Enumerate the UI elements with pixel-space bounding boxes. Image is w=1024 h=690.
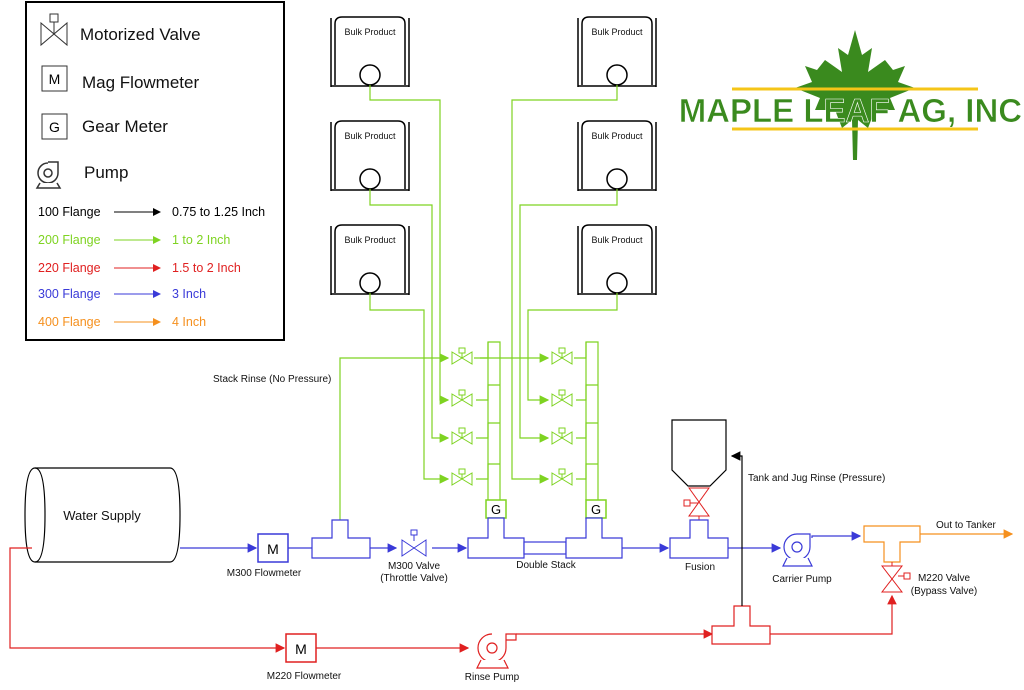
svg-text:400 Flange: 400 Flange xyxy=(38,315,101,329)
bulk-tank-label: Bulk Product xyxy=(591,235,643,245)
red-pipes xyxy=(9,547,897,653)
double-stack-label: Double Stack xyxy=(516,560,576,571)
m300-valve-label: M300 Valve xyxy=(388,561,441,572)
svg-text:1 to 2 Inch: 1 to 2 Inch xyxy=(172,233,230,247)
gear-meter-right: G xyxy=(585,499,607,519)
svg-text:220 Flange: 220 Flange xyxy=(38,261,101,275)
rinse-pump xyxy=(476,633,517,669)
m220-valve-label: M220 Valve xyxy=(918,573,971,584)
bulk-tanks: Bulk Product Bulk Product Bulk Product B… xyxy=(330,16,657,295)
rinse-tee xyxy=(711,605,771,645)
output-tee xyxy=(863,525,1014,563)
m300-valve-sublabel: (Throttle Valve) xyxy=(380,573,448,584)
green-pipes xyxy=(339,85,618,520)
motorized-valve-icon xyxy=(551,347,573,365)
bulk-tank-label: Bulk Product xyxy=(591,27,643,37)
stack-valves xyxy=(451,347,573,486)
svg-text:100 Flange: 100 Flange xyxy=(38,205,101,219)
motorized-valve-icon xyxy=(40,13,68,47)
logo-text: MAPLE LEAF AG, INC. xyxy=(679,92,1024,129)
bulk-tank-label: Bulk Product xyxy=(591,131,643,141)
m220-bypass-valve xyxy=(880,562,911,593)
tank-jug-rinse-line xyxy=(730,451,743,606)
pump-icon xyxy=(35,161,62,189)
motorized-valve-icon xyxy=(551,427,573,445)
motorized-valve-icon xyxy=(451,347,473,365)
tank-jug-rinse-label: Tank and Jug Rinse (Pressure) xyxy=(748,473,885,484)
fusion-tee xyxy=(669,519,729,559)
bulk-tank-label: Bulk Product xyxy=(344,131,396,141)
rinse-pump-label: Rinse Pump xyxy=(465,672,520,683)
svg-text:0.75 to 1.25 Inch: 0.75 to 1.25 Inch xyxy=(172,205,265,219)
motorized-valve-icon xyxy=(551,389,573,407)
carrier-pump xyxy=(782,533,813,567)
m220-flowmeter-label: M220 Flowmeter xyxy=(267,671,342,682)
legend-label-gear: Gear Meter xyxy=(82,117,168,136)
bulk-tank-left-2: Bulk Product xyxy=(330,120,410,191)
water-supply-tank: Water Supply xyxy=(24,467,181,563)
bulk-tank-right-3: Bulk Product xyxy=(577,224,657,295)
bulk-tank-right-1: Bulk Product xyxy=(577,16,657,87)
out-to-tanker-label: Out to Tanker xyxy=(936,520,997,531)
fusion-hopper xyxy=(671,419,727,487)
motorized-valve-icon xyxy=(451,389,473,407)
svg-text:G: G xyxy=(49,119,60,135)
gear-meter-icon: G xyxy=(41,113,68,140)
m300-throttle-valve xyxy=(401,529,427,557)
flange-legend: 100 Flange 0.75 to 1.25 Inch 200 Flange … xyxy=(38,205,265,329)
bulk-tank-right-2: Bulk Product xyxy=(577,120,657,191)
mag-flowmeter-icon: M xyxy=(41,65,68,92)
stack-rinse-tee xyxy=(311,519,371,559)
stack-rinse-label: Stack Rinse (No Pressure) xyxy=(213,374,331,385)
svg-text:3 Inch: 3 Inch xyxy=(172,287,206,301)
legend: Motorized Valve M Mag Flowmeter G Gear M… xyxy=(25,1,285,341)
m300-flowmeter: M M300 Flowmeter xyxy=(227,533,302,579)
bulk-tank-label: Bulk Product xyxy=(344,235,396,245)
svg-text:4 Inch: 4 Inch xyxy=(172,315,206,329)
motorized-valve-icon xyxy=(551,468,573,486)
maple-leaf-logo: MAPLE LEAF AG, INC. xyxy=(678,30,1024,160)
svg-text:1.5 to 2 Inch: 1.5 to 2 Inch xyxy=(172,261,241,275)
legend-label-mag: Mag Flowmeter xyxy=(82,73,199,92)
motorized-valve-icon xyxy=(451,427,473,445)
blue-pipes xyxy=(180,531,862,553)
svg-text:G: G xyxy=(491,502,501,517)
svg-text:M: M xyxy=(267,541,279,557)
water-supply-label: Water Supply xyxy=(63,508,141,523)
bulk-tank-left-1: Bulk Product xyxy=(330,16,410,87)
double-stack xyxy=(467,517,623,559)
svg-text:G: G xyxy=(591,502,601,517)
bulk-tank-left-3: Bulk Product xyxy=(330,224,410,295)
svg-text:M: M xyxy=(49,71,61,87)
legend-label-pump: Pump xyxy=(84,163,128,182)
maple-leaf-icon xyxy=(795,30,915,160)
bulk-tank-label: Bulk Product xyxy=(344,27,396,37)
legend-label-valve: Motorized Valve xyxy=(80,25,201,44)
svg-text:M: M xyxy=(295,641,307,657)
carrier-pump-label: Carrier Pump xyxy=(772,574,832,585)
m300-flowmeter-label: M300 Flowmeter xyxy=(227,568,302,579)
fusion-label: Fusion xyxy=(685,562,715,573)
motorized-valve-icon xyxy=(451,468,473,486)
svg-text:300 Flange: 300 Flange xyxy=(38,287,101,301)
gear-meter-left: G xyxy=(485,499,507,519)
svg-text:200 Flange: 200 Flange xyxy=(38,233,101,247)
m220-flowmeter: M M220 Flowmeter xyxy=(267,633,342,682)
m220-valve-sublabel: (Bypass Valve) xyxy=(911,586,978,597)
